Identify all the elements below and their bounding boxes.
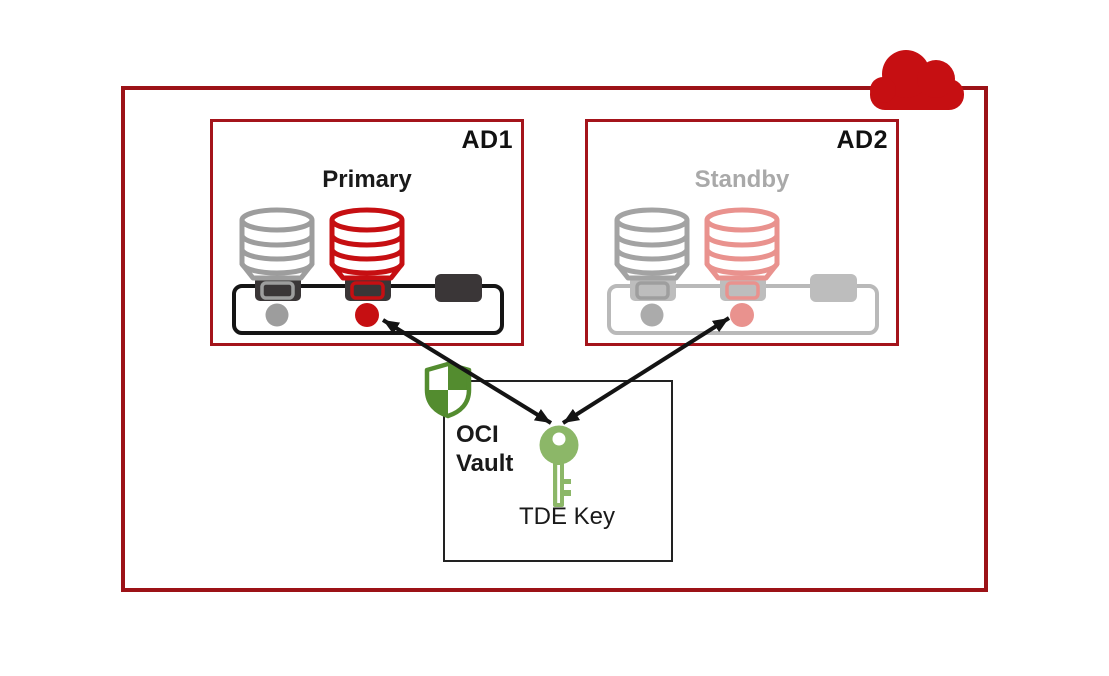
oci-region-border [121,86,988,592]
red-database-icon [332,210,402,278]
pink-database-icon [707,210,777,278]
db-plug [350,281,385,300]
db-plug [725,281,760,300]
cloud-icon [870,50,964,110]
oci-vault-box: OCI Vault TDE Key [443,380,673,562]
gray-dot [265,303,289,327]
red-dot [355,303,379,327]
db-plug [260,281,295,300]
tde-key-label: TDE Key [518,503,616,530]
standby-label: Standby [694,166,790,193]
spare-slot [810,274,857,302]
ad2-database-rack [607,202,879,335]
gray-database-icon [617,210,687,278]
ad2-label: AD2 [836,126,888,154]
security-shield-icon [424,361,472,419]
encryption-key-icon [539,425,579,507]
ad1-label: AD1 [461,126,513,154]
gray-database-icon [242,210,312,278]
spare-slot [435,274,482,302]
ad1-database-rack [232,202,504,335]
oci-vault-label: OCI Vault [456,421,514,477]
pink-dot [730,303,754,327]
gray-dot [640,303,664,327]
db-plug [635,281,670,300]
primary-label: Primary [322,166,412,193]
